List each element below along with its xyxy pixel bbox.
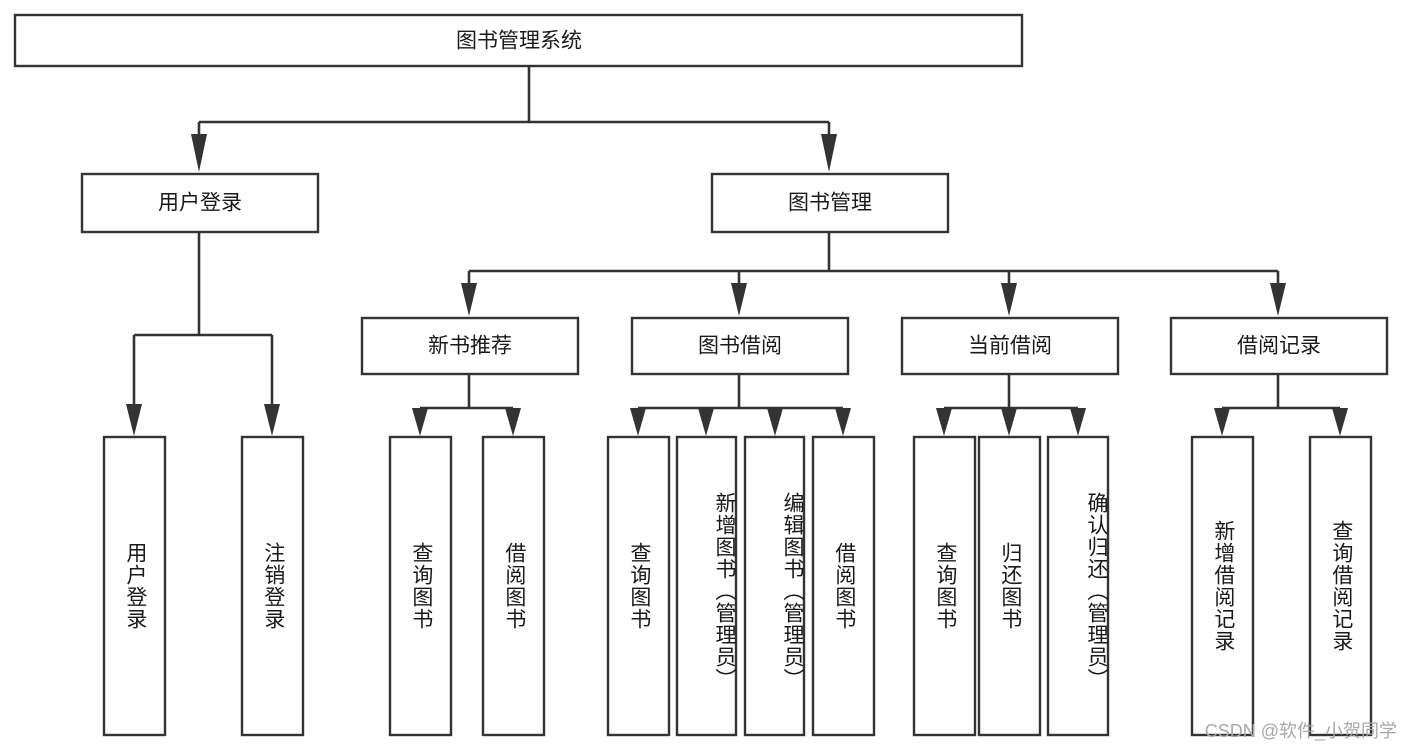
arrow-head-leaf-query-book-3: [936, 408, 952, 436]
node-book-borrow-box[interactable]: [630, 316, 850, 376]
arrow-head-leaf-return-book: [1001, 408, 1017, 436]
arrow-head-leaf-user-logout: [264, 404, 280, 436]
arrow-head-leaf-confirm-return: [1070, 408, 1086, 436]
node-book-borrow[interactable]: 图书借阅: [630, 316, 850, 376]
node-leaf-confirm-return-box[interactable]: [1046, 435, 1110, 737]
arrow-head-borrow-record: [1270, 283, 1286, 316]
arrow-head-leaf-edit-book: [767, 408, 783, 436]
arrow-head-leaf-query-book-2: [630, 408, 646, 436]
arrow-head-new-book-recommend: [461, 283, 477, 316]
node-borrow-record[interactable]: 借阅记录: [1169, 316, 1389, 376]
node-leaf-add-record-box[interactable]: [1190, 435, 1255, 737]
connectors-group: [126, 66, 1348, 436]
node-current-borrow-label: 当前借阅: [968, 335, 1052, 358]
arrow-head-leaf-query-book-1: [412, 408, 428, 436]
node-book-manage-label: 图书管理: [788, 192, 872, 215]
arrow-head-user-login: [191, 134, 207, 172]
node-leaf-edit-book-box[interactable]: [743, 435, 806, 737]
arrow-head-leaf-add-book: [698, 408, 714, 436]
node-borrow-record-label: 借阅记录: [1237, 335, 1321, 358]
node-root-label: 图书管理系统: [456, 30, 582, 53]
node-leaf-query-book-3-box[interactable]: [912, 435, 977, 737]
arrow-head-leaf-query-record: [1332, 408, 1348, 436]
node-leaf-borrow-book-1-box[interactable]: [481, 435, 546, 737]
arrow-head-leaf-add-record: [1214, 408, 1230, 436]
node-leaf-user-login-box[interactable]: [102, 435, 167, 737]
arrow-head-leaf-user-login: [126, 404, 142, 436]
arrow-head-book-manage: [821, 134, 837, 172]
leaf-boxes-group: [102, 435, 1373, 737]
node-leaf-user-logout-box[interactable]: [240, 435, 305, 737]
node-new-book-recommend-box[interactable]: [360, 316, 580, 376]
node-book-manage[interactable]: 图书管理: [710, 172, 950, 234]
arrow-head-leaf-borrow-book-2: [835, 408, 851, 436]
node-current-borrow[interactable]: 当前借阅: [900, 316, 1120, 376]
node-root[interactable]: 图书管理系统: [13, 13, 1024, 68]
node-leaf-borrow-book-2-box[interactable]: [811, 435, 876, 737]
node-user-login-label: 用户登录: [158, 192, 242, 215]
node-root-box[interactable]: [13, 13, 1024, 68]
node-new-book-recommend[interactable]: 新书推荐: [360, 316, 580, 376]
arrow-head-book-borrow: [731, 283, 747, 316]
node-leaf-query-book-1-box[interactable]: [388, 435, 453, 737]
node-leaf-return-book-box[interactable]: [977, 435, 1042, 737]
node-book-manage-box[interactable]: [710, 172, 950, 234]
node-user-login-box[interactable]: [80, 172, 320, 234]
node-user-login[interactable]: 用户登录: [80, 172, 320, 234]
watermark-label: CSDN @软件_小贺同学: [1204, 721, 1397, 741]
arrow-head-current-borrow: [1001, 283, 1017, 316]
node-borrow-record-box[interactable]: [1169, 316, 1389, 376]
node-current-borrow-box[interactable]: [900, 316, 1120, 376]
node-leaf-query-record-box[interactable]: [1308, 435, 1373, 737]
node-leaf-query-book-2-box[interactable]: [606, 435, 671, 737]
node-book-borrow-label: 图书借阅: [698, 335, 782, 358]
node-leaf-add-book-box[interactable]: [675, 435, 738, 737]
arrow-head-leaf-borrow-book-1: [505, 408, 521, 436]
node-new-book-recommend-label: 新书推荐: [428, 335, 512, 358]
